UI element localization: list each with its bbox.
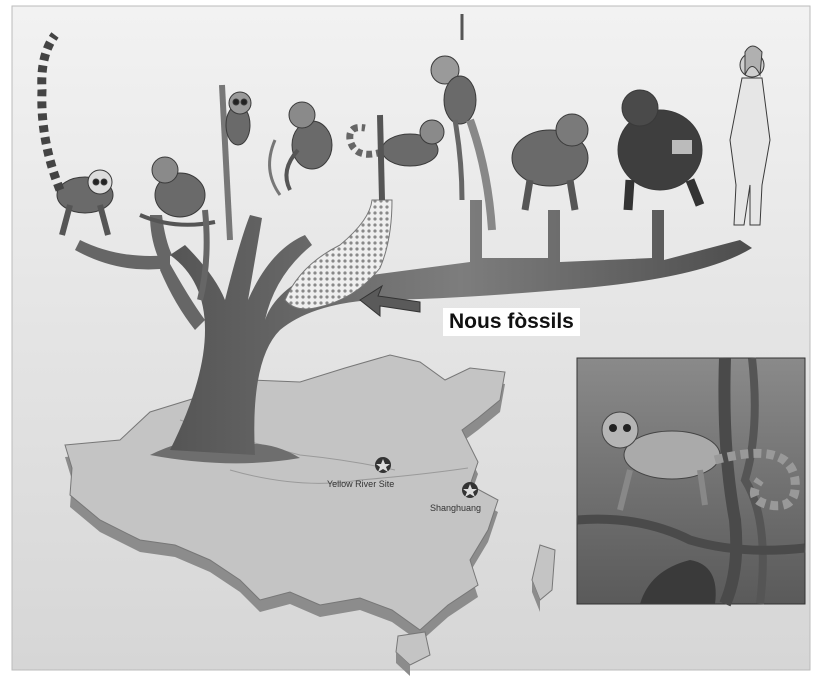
fossil-callout-label: Nous fòssils (443, 308, 580, 336)
site-marker-shanghuang (462, 482, 478, 498)
site-label-shanghuang: Shanghuang (430, 503, 481, 513)
site-marker-yellow-river (375, 457, 391, 473)
inset-illustration (577, 358, 805, 604)
site-label-yellow-river: Yellow River Site (327, 479, 394, 489)
